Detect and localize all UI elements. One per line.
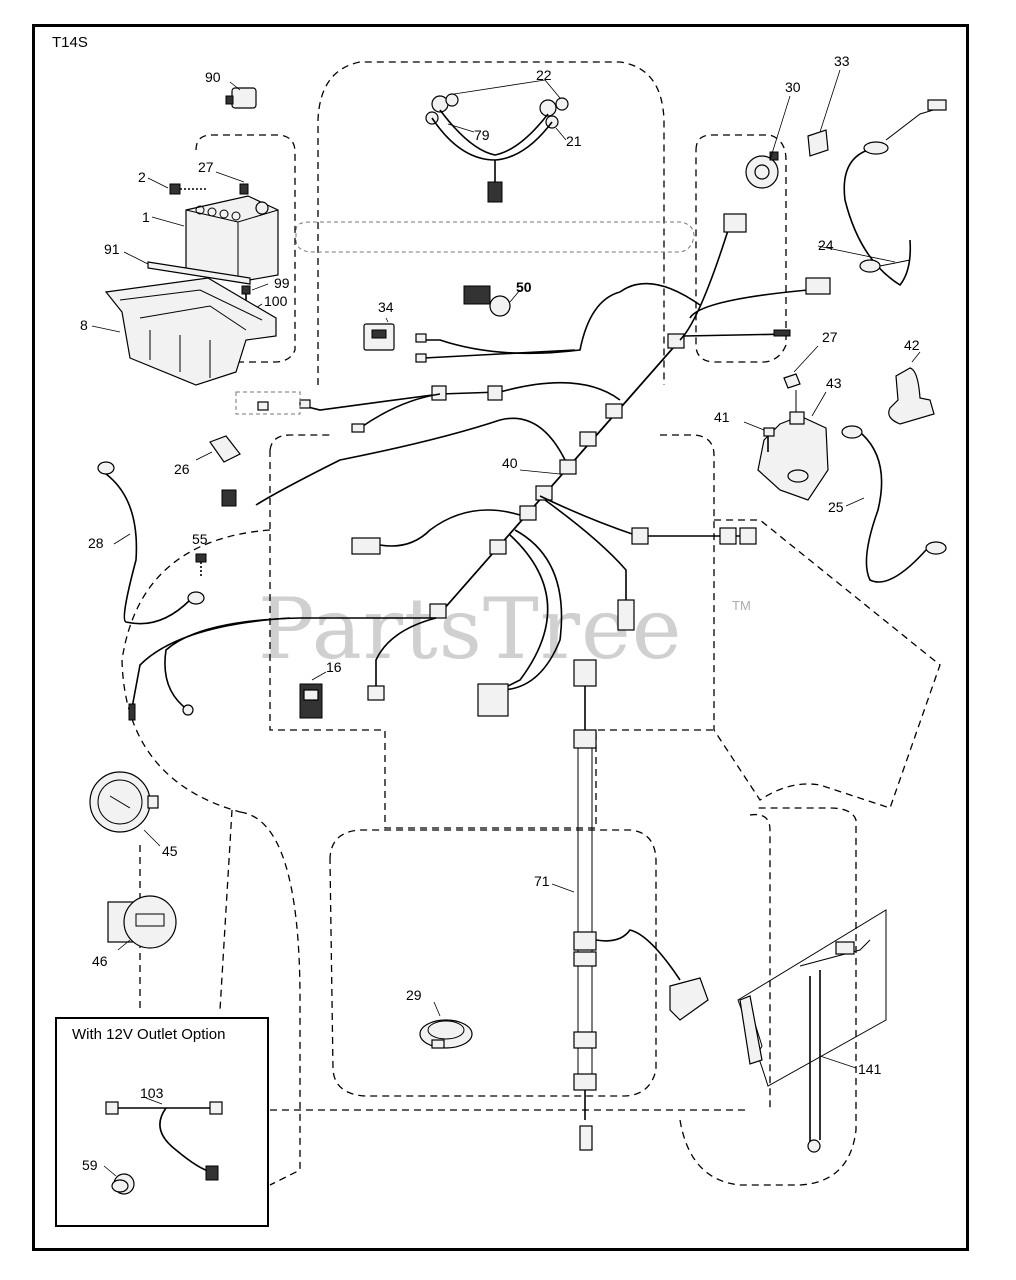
callout-29: 29	[406, 987, 422, 1003]
callout-24: 24	[818, 237, 834, 253]
part-22-headlight-harness	[425, 79, 569, 203]
inset-title: With 12V Outlet Option	[72, 1026, 226, 1043]
callout-27b: 27	[822, 329, 838, 345]
watermark-tm: TM	[732, 598, 751, 613]
callout-45: 45	[162, 843, 178, 859]
part-2-bolt	[147, 177, 206, 195]
part-27-nut-solenoid	[783, 345, 819, 389]
tractor-outline	[121, 61, 941, 1186]
callout-22: 22	[536, 67, 552, 83]
part-29-plug	[419, 1001, 473, 1049]
part-50-pto-switch	[463, 285, 521, 317]
part-46-hour-meter	[107, 895, 177, 951]
callout-59: 59	[82, 1157, 98, 1173]
part-45-gauge	[89, 771, 161, 847]
callout-91: 91	[104, 241, 120, 257]
part-1-battery	[151, 195, 279, 283]
part-8-battery-tray	[91, 277, 277, 386]
callout-21: 21	[566, 133, 582, 149]
callout-55: 55	[192, 531, 208, 547]
callout-100: 100	[264, 293, 288, 309]
callout-28: 28	[88, 535, 104, 551]
model-code-label: T14S	[52, 34, 88, 51]
part-141-bracket	[737, 909, 887, 1153]
callout-25: 25	[828, 499, 844, 515]
callout-43: 43	[826, 375, 842, 391]
callout-42: 42	[904, 337, 920, 353]
part-24-battery-cable	[817, 99, 947, 287]
callout-8: 8	[80, 317, 88, 333]
part-91-hold-down	[123, 251, 251, 285]
part-42-terminal-boot	[888, 351, 935, 425]
callout-90: 90	[205, 69, 221, 85]
callout-99: 99	[274, 275, 290, 291]
callout-141: 141	[858, 1061, 882, 1077]
part-55-screw	[195, 553, 207, 578]
callout-26: 26	[174, 461, 190, 477]
callout-50: 50	[516, 279, 532, 295]
callout-33: 33	[834, 53, 850, 69]
callout-2: 2	[138, 169, 146, 185]
callout-40: 40	[502, 455, 518, 471]
part-28-ground-cable	[97, 461, 205, 625]
part-30-ignition-switch	[745, 95, 791, 189]
part-16-connector	[299, 671, 327, 719]
part-40-main-harness	[128, 213, 831, 721]
callout-41: 41	[714, 409, 730, 425]
callout-71: 71	[534, 873, 550, 889]
callout-27a: 27	[198, 159, 214, 175]
part-26-fuse	[195, 435, 241, 463]
part-90-connector	[225, 81, 257, 109]
part-41-bolt	[743, 421, 775, 452]
callout-labels: 90 22 33 30 27 2 79 21 1 24 91 99 100 50…	[80, 53, 920, 1173]
part-25-cable	[841, 425, 947, 583]
callout-30: 30	[785, 79, 801, 95]
part-27-nut	[215, 171, 249, 195]
callout-79: 79	[474, 127, 490, 143]
watermark: PartsTree	[258, 580, 683, 678]
part-71-harness	[551, 659, 709, 1151]
callout-46: 46	[92, 953, 108, 969]
callout-103: 103	[140, 1085, 164, 1101]
part-43-solenoid	[757, 390, 829, 501]
part-33-key	[807, 69, 841, 157]
part-34-switch	[363, 317, 395, 351]
part-99-screw	[241, 283, 269, 304]
callout-16: 16	[326, 659, 342, 675]
inset-12v-outlet	[55, 1017, 269, 1227]
callout-1: 1	[142, 209, 150, 225]
diagram-frame	[32, 24, 969, 1251]
callout-34: 34	[378, 299, 394, 315]
